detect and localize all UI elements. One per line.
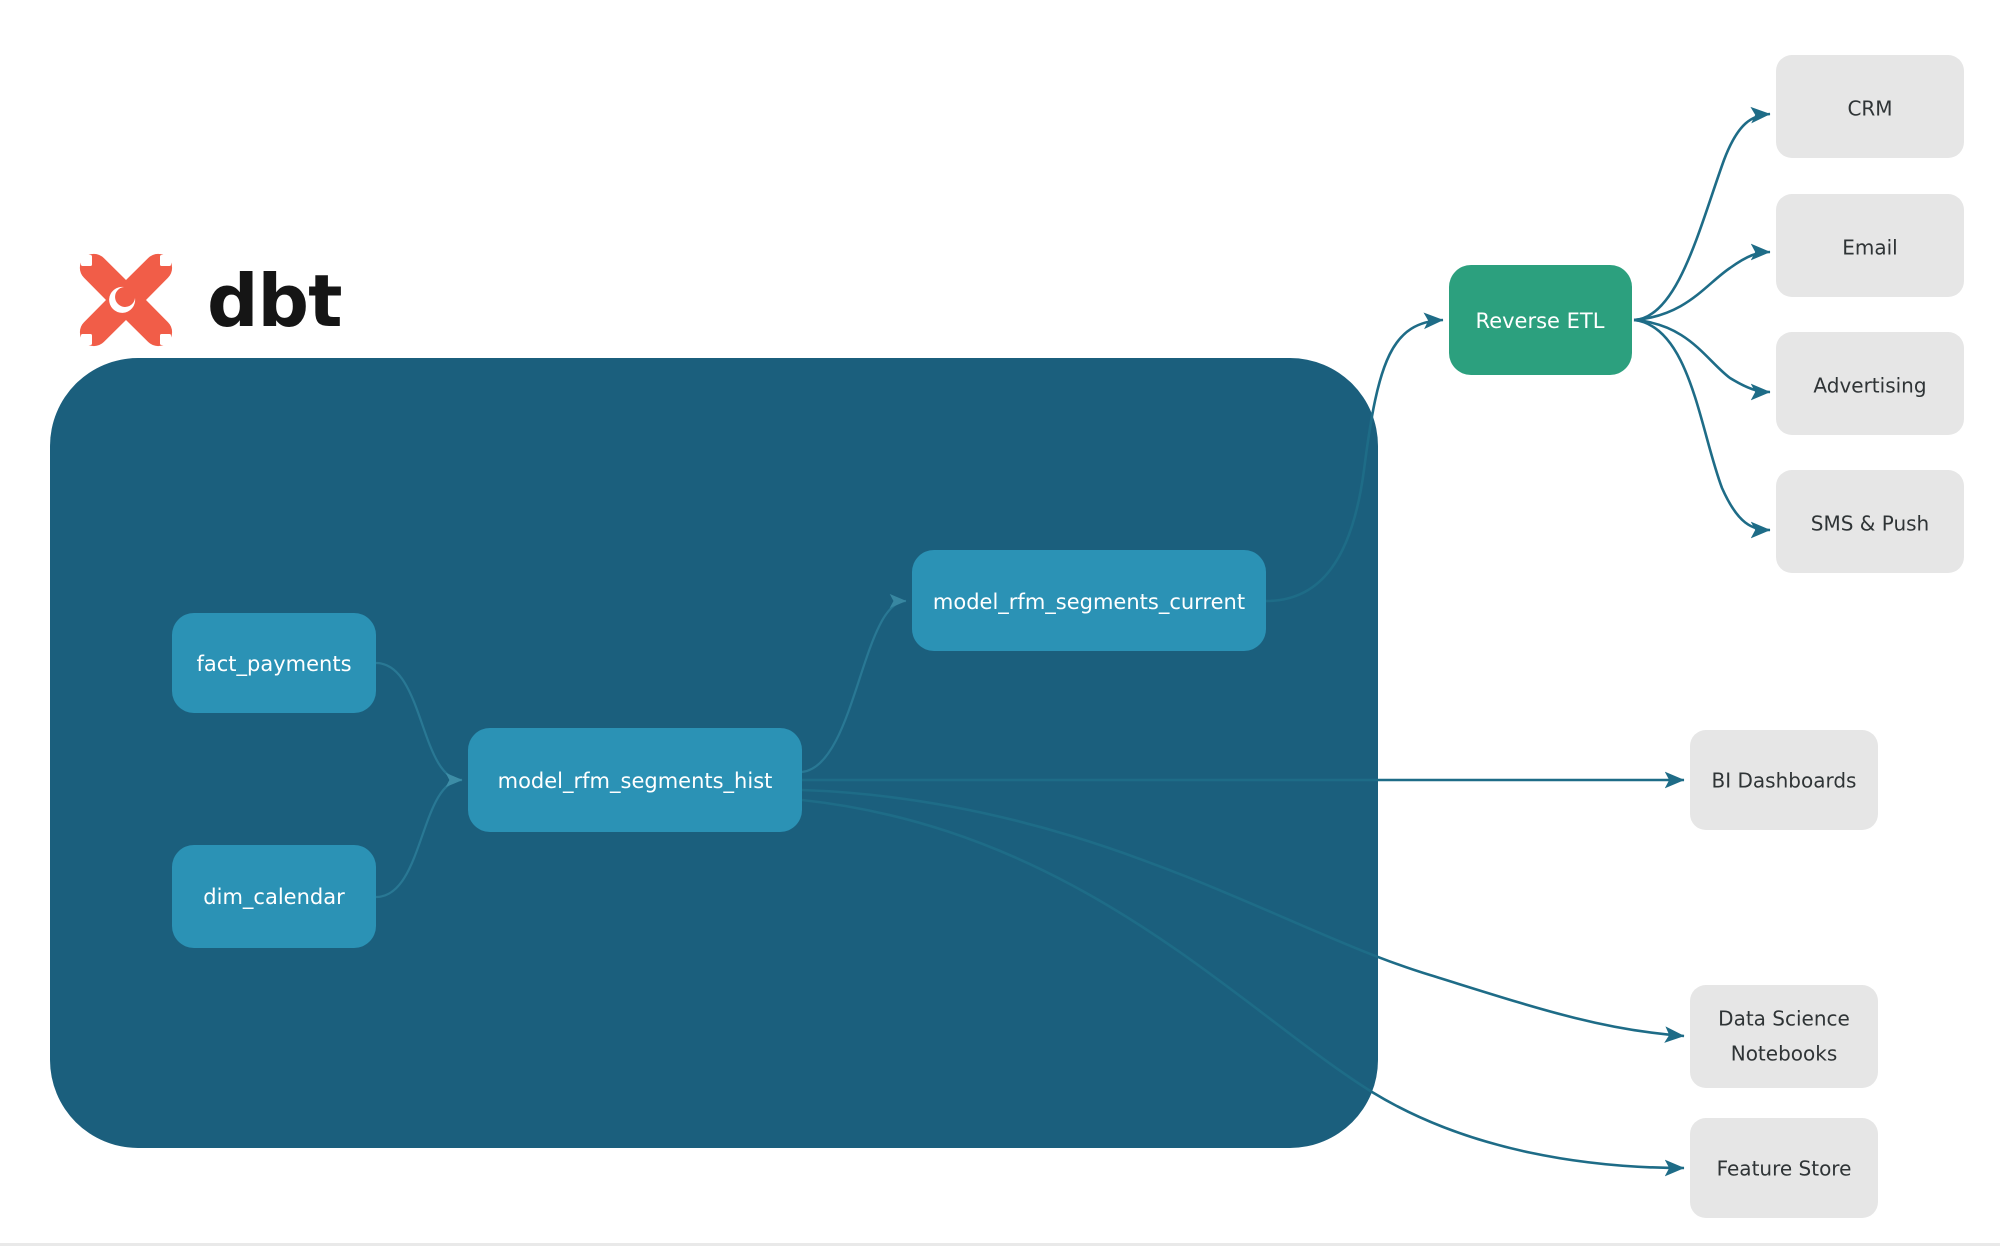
- node-data-science-notebooks[interactable]: Data Science Notebooks: [1690, 985, 1878, 1088]
- edge-hist-to-current: [801, 594, 907, 774]
- node-data-science-notebooks-label-line1: Data Science: [1718, 1007, 1850, 1031]
- node-reverse-etl[interactable]: Reverse ETL: [1449, 265, 1632, 375]
- edge-current-to-reverse-etl: [1265, 312, 1444, 603]
- edge-reverse-etl-to-crm: [1633, 106, 1771, 322]
- node-model-rfm-segments-hist[interactable]: model_rfm_segments_hist: [468, 728, 802, 832]
- node-crm-label: CRM: [1847, 97, 1892, 121]
- analytics-target-nodes: BI Dashboards Data Science Notebooks Fea…: [1690, 730, 1878, 1218]
- bottom-divider: [0, 1243, 2000, 1246]
- node-feature-store-label: Feature Store: [1717, 1157, 1852, 1181]
- dbt-model-nodes: fact_payments dim_calendar model_rfm_seg…: [172, 550, 1266, 948]
- edge-group-external: [801, 106, 1771, 1177]
- node-dim-calendar[interactable]: dim_calendar: [172, 845, 376, 948]
- node-sms-push[interactable]: SMS & Push: [1776, 470, 1964, 573]
- node-bi-dashboards-label: BI Dashboards: [1712, 769, 1857, 793]
- node-email-label: Email: [1842, 236, 1898, 260]
- activation-target-nodes: CRM Email Advertising SMS & Push: [1776, 55, 1964, 573]
- node-reverse-etl-label: Reverse ETL: [1476, 309, 1605, 333]
- node-sms-push-label: SMS & Push: [1811, 512, 1929, 536]
- node-feature-store[interactable]: Feature Store: [1690, 1118, 1878, 1218]
- edge-hist-to-feature-store: [801, 798, 1685, 1177]
- node-fact-payments-label: fact_payments: [196, 652, 351, 677]
- edge-dim-calendar-to-hist: [375, 773, 463, 899]
- node-fact-payments[interactable]: fact_payments: [172, 613, 376, 713]
- edge-reverse-etl-to-sms-push: [1633, 318, 1771, 539]
- edge-group-internal: [375, 594, 907, 899]
- node-model-rfm-segments-current[interactable]: model_rfm_segments_current: [912, 550, 1266, 651]
- edge-reverse-etl-to-email: [1633, 243, 1771, 322]
- node-email[interactable]: Email: [1776, 194, 1964, 297]
- edge-reverse-etl-to-advertising: [1633, 318, 1771, 401]
- node-model-rfm-segments-hist-label: model_rfm_segments_hist: [498, 769, 773, 794]
- node-model-rfm-segments-current-label: model_rfm_segments_current: [933, 590, 1245, 615]
- node-advertising-label: Advertising: [1813, 374, 1926, 398]
- dbt-logo-wordmark: dbt: [207, 259, 342, 343]
- dbt-logo: dbt: [79, 253, 343, 347]
- dbt-logo-icon: [79, 253, 173, 347]
- node-advertising[interactable]: Advertising: [1776, 332, 1964, 435]
- node-bi-dashboards[interactable]: BI Dashboards: [1690, 730, 1878, 830]
- node-dim-calendar-label: dim_calendar: [203, 885, 345, 910]
- node-data-science-notebooks-label-line2: Notebooks: [1731, 1042, 1838, 1066]
- node-crm[interactable]: CRM: [1776, 55, 1964, 158]
- edge-hist-to-data-science-notebooks: [801, 788, 1685, 1043]
